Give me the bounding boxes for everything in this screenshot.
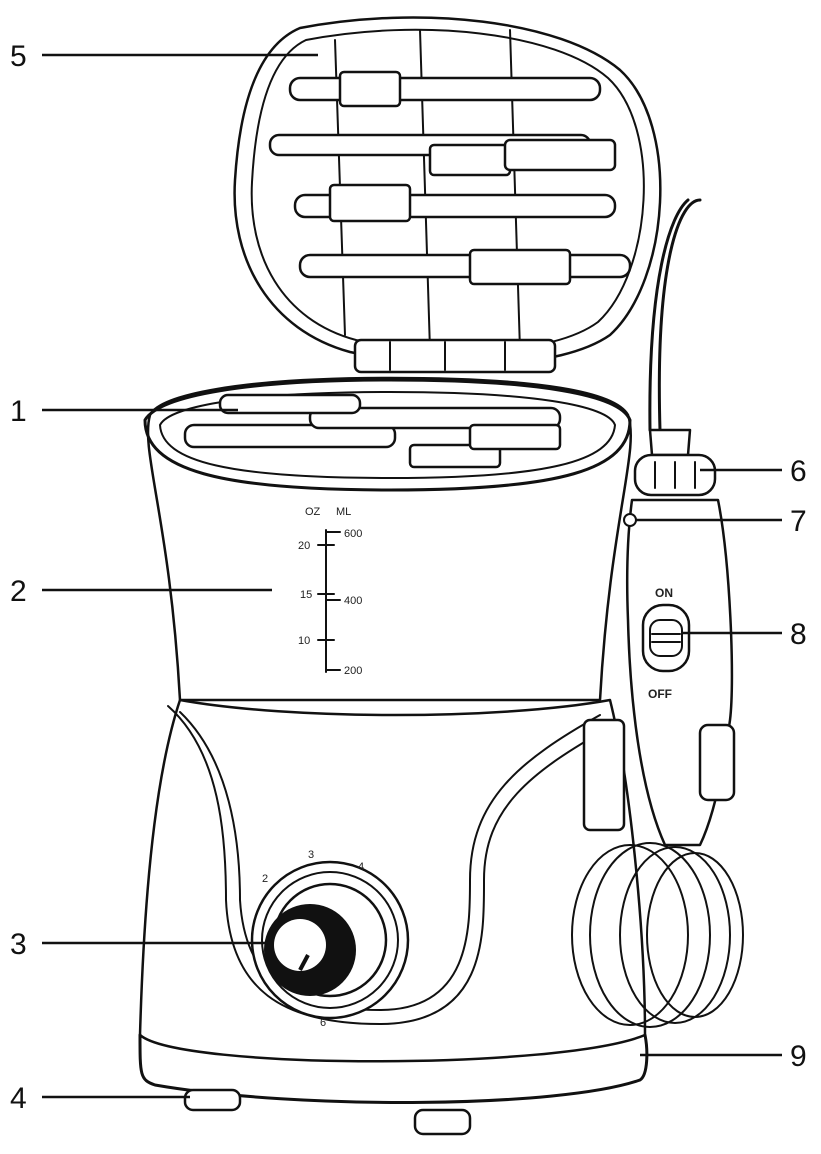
callout-3: 3 xyxy=(10,928,268,961)
dial-mark: 6 xyxy=(320,1017,326,1029)
scale-unit-oz: OZ xyxy=(305,506,321,518)
callout-4: 4 xyxy=(10,1082,190,1115)
hose-coil xyxy=(571,198,744,1028)
water-reservoir: OZ ML 20 15 10 600 400 200 xyxy=(143,376,633,702)
callout-1: 1 xyxy=(10,395,238,428)
callout-8: 8 xyxy=(682,618,807,651)
dial-mark: 2 xyxy=(262,873,268,885)
callout-number: 5 xyxy=(10,40,27,73)
scale-oz-mark: 20 xyxy=(298,540,310,552)
scale-ml-mark: 600 xyxy=(344,528,362,540)
scale-oz-mark: 10 xyxy=(298,635,310,647)
callout-number: 6 xyxy=(790,455,807,488)
scale-ml-mark: 400 xyxy=(344,595,362,607)
switch-off-label: OFF xyxy=(648,687,672,701)
callout-2: 2 xyxy=(10,575,272,608)
pressure-dial[interactable]: 3 2 4 6 xyxy=(250,849,410,1029)
callout-9: 9 xyxy=(640,1040,807,1073)
dial-mark: 3 xyxy=(308,849,314,861)
callout-number: 7 xyxy=(790,505,807,538)
dial-mark: 4 xyxy=(358,861,364,873)
callout-5: 5 xyxy=(10,40,318,73)
storage-lid xyxy=(233,16,662,374)
callout-6: 6 xyxy=(700,455,807,488)
scale-oz-mark: 15 xyxy=(300,589,312,601)
scale-ml-mark: 200 xyxy=(344,665,362,677)
callout-number: 9 xyxy=(790,1040,807,1073)
scale-unit-ml: ML xyxy=(336,506,351,518)
switch-on-label: ON xyxy=(655,586,673,600)
callout-number: 3 xyxy=(10,928,27,961)
handle[interactable]: ON OFF xyxy=(623,428,736,847)
callout-number: 8 xyxy=(790,618,807,651)
callout-7: 7 xyxy=(636,505,807,538)
callout-number: 4 xyxy=(10,1082,27,1115)
callout-number: 2 xyxy=(10,575,27,608)
foot xyxy=(413,1108,472,1136)
foot xyxy=(183,1088,242,1112)
callout-number: 1 xyxy=(10,395,27,428)
